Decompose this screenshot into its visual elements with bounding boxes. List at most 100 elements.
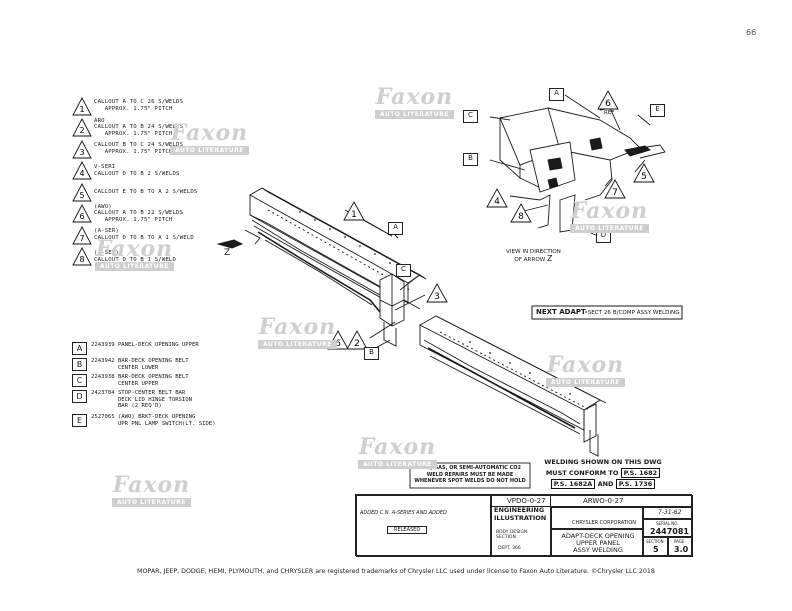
copyright-footer: MOPAR, JEEP, DODGE, HEMI, PLYMOUTH, and … [137, 568, 655, 575]
ps-1682: P.S. 1682 [620, 468, 661, 478]
callout-text: CALLOUT E TO B TO A 2 S/WELDS [94, 188, 198, 195]
triangle-icon: 3 [72, 139, 92, 158]
detail-num: 8 [518, 212, 524, 222]
watermark-sub: AUTO LITERATURE [170, 146, 249, 155]
serial-label: SERIAL NO. [656, 521, 679, 526]
drawing-callout-1: 1 [343, 201, 365, 225]
triangle-icon: 1 [72, 96, 92, 115]
upper-panel-left [244, 187, 427, 347]
watermark-sub: AUTO LITERATURE [358, 460, 437, 469]
part-letter: A [72, 342, 87, 355]
page-label: PAGE [674, 539, 685, 544]
triangle-icon: 5 [72, 182, 92, 201]
ps-and: AND [597, 480, 614, 488]
page-cell: PAGE 3.0 [668, 537, 693, 557]
drawing-label-c: C [396, 264, 411, 277]
view-caption-z: Z [547, 253, 553, 263]
revision-text: ADDED C.N. A-SERIES AND ADDED [360, 510, 447, 516]
released-stamp: RELEASED [387, 526, 428, 534]
watermark-8: Faxon AUTO LITERATURE [112, 472, 191, 507]
callout-text: (A-SER) CALLOUT D TO B TO A 1 S/WELD [94, 228, 194, 241]
dept-label: DEPT. 366 [498, 546, 521, 551]
next-adapt: NEXT ADAPT-SECT 26 B/COMP ASSY WELDING [536, 308, 680, 316]
view-caption-text: VIEW IN DIRECTION OF ARROW [506, 249, 561, 263]
callout-number: 7 [79, 234, 84, 243]
part-description: 2527065 (AWO) BRKT-DECK OPENING UPR PNL … [91, 414, 216, 427]
section-label: SECTION [646, 539, 664, 544]
watermark-sub: AUTO LITERATURE [95, 262, 174, 271]
detail-view [489, 94, 666, 237]
callout-row: 5 CALLOUT E TO B TO A 2 S/WELDS [72, 182, 197, 202]
section-value: 5 [653, 545, 659, 554]
detail-callout-8: 8 [510, 203, 532, 227]
next-adapt-label: NEXT ADAPT- [536, 308, 588, 316]
body-design-label: BODY DESIGN SECTION [496, 530, 528, 540]
company-cell: CHRYSLER CORPORATION [551, 507, 643, 529]
detail-label-a: A [549, 88, 564, 101]
watermark-brand: Faxon [170, 120, 249, 146]
watermark-1: Faxon AUTO LITERATURE [375, 84, 454, 119]
model-number: VPDO-0-27 [507, 497, 546, 505]
callout-number: 5 [79, 191, 84, 200]
callout-row: 7 (A-SER) CALLOUT D TO B TO A 1 S/WELD [72, 225, 194, 245]
watermark-brand: Faxon [546, 352, 625, 378]
detail-num: 1 [351, 210, 357, 220]
drawing-label-b: B [364, 347, 379, 360]
detail-num: 7 [612, 188, 618, 198]
title-cell: ADAPT-DECK OPENING UPPER PANEL ASSY WELD… [551, 529, 643, 557]
watermark-sub: AUTO LITERATURE [570, 224, 649, 233]
ps-1736: P.S. 1736 [615, 479, 656, 489]
watermark-brand: Faxon [112, 472, 191, 498]
title-block: ADDED C.N. A-SERIES AND ADDED RELEASED E… [355, 494, 693, 557]
detail-callout-6: 6 [597, 90, 619, 114]
ref-label: REF [604, 110, 615, 116]
triangle-icon: 2 [72, 118, 92, 137]
detail-callout-5: 5 [633, 163, 655, 187]
revision-area: ADDED C.N. A-SERIES AND ADDED RELEASED [356, 495, 491, 557]
callout-number: 4 [79, 169, 84, 178]
conform-line: MUST CONFORM TO P.S. 1682 [528, 468, 678, 478]
arrow-z-label: Z [224, 248, 231, 258]
date-value: 7-31-62 [658, 509, 682, 516]
company-name: CHRYSLER CORPORATION [572, 520, 637, 526]
watermark-sub: AUTO LITERATURE [375, 110, 454, 119]
detail-label-e: E [650, 104, 665, 117]
callout-text: (A-SER) CALLOUT D TO B 1 S/WELD [94, 249, 177, 263]
page-value: 3.0 [674, 545, 689, 554]
triangle-icon: 4 [72, 161, 92, 180]
detail-callout-4: 4 [486, 188, 508, 212]
watermark-sub: AUTO LITERATURE [112, 498, 191, 507]
detail-num: 6 [335, 339, 341, 349]
section-cell: SECTION 5 [643, 537, 668, 557]
detail-num: 6 [605, 99, 611, 109]
watermark-4: Faxon AUTO LITERATURE [95, 236, 174, 271]
detail-callout-7: 7 [604, 179, 626, 203]
page-number: 66 [746, 28, 757, 37]
detail-num: 3 [434, 292, 440, 302]
watermark-2: Faxon AUTO LITERATURE [170, 120, 249, 155]
callout-row: 6(AWO) CALLOUT A TO B 22 S/WELDS APPROX.… [72, 204, 183, 224]
watermark-sub: AUTO LITERATURE [258, 340, 337, 349]
watermark-sub: AUTO LITERATURE [546, 378, 625, 387]
callout-row: 8(A-SER) CALLOUT D TO B 1 S/WELD [72, 247, 176, 267]
date-cell: 7-31-62 [643, 507, 693, 519]
callout-number: 2 [79, 126, 84, 135]
welding-title: WELDING SHOWN ON THIS DWG [544, 458, 662, 466]
triangle-icon: 6 [72, 204, 92, 223]
drawing-callout-2: 2 [346, 330, 368, 354]
watermark-brand: Faxon [95, 236, 174, 262]
model-cell: VPDO-0-27 ARWO-0-27 [491, 495, 693, 507]
part-letter: D [72, 390, 87, 403]
view-caption: VIEW IN DIRECTION OF ARROW Z [506, 249, 561, 263]
detail-label-b: B [463, 153, 478, 166]
welding-note: WELDING SHOWN ON THIS DWG MUST CONFORM T… [528, 458, 678, 489]
callout-text: CALLOUT B TO C 24 S/WELDS APPROX. 1.75" … [94, 142, 183, 155]
